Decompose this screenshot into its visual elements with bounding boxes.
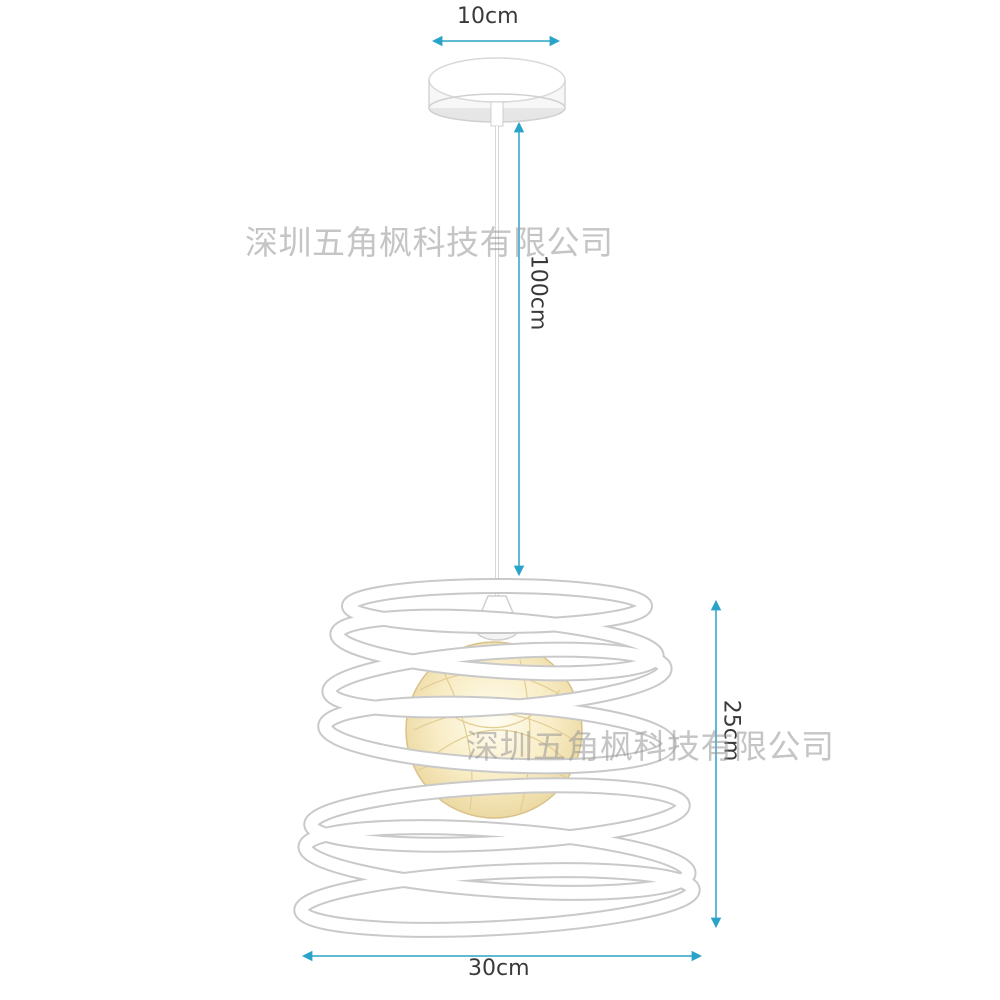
canopy-width-label: 10cm: [457, 4, 519, 29]
watermark-bottom: 深圳五角枫科技有限公司: [466, 727, 835, 766]
spiral-ring-shade: [293, 578, 701, 938]
cord-length-label: 100cm: [525, 254, 551, 331]
watermark-top: 深圳五角枫科技有限公司: [245, 223, 614, 262]
shade-width-label: 30cm: [468, 956, 530, 981]
ceiling-canopy: [428, 57, 566, 127]
dimension-lines: [301, 35, 722, 962]
